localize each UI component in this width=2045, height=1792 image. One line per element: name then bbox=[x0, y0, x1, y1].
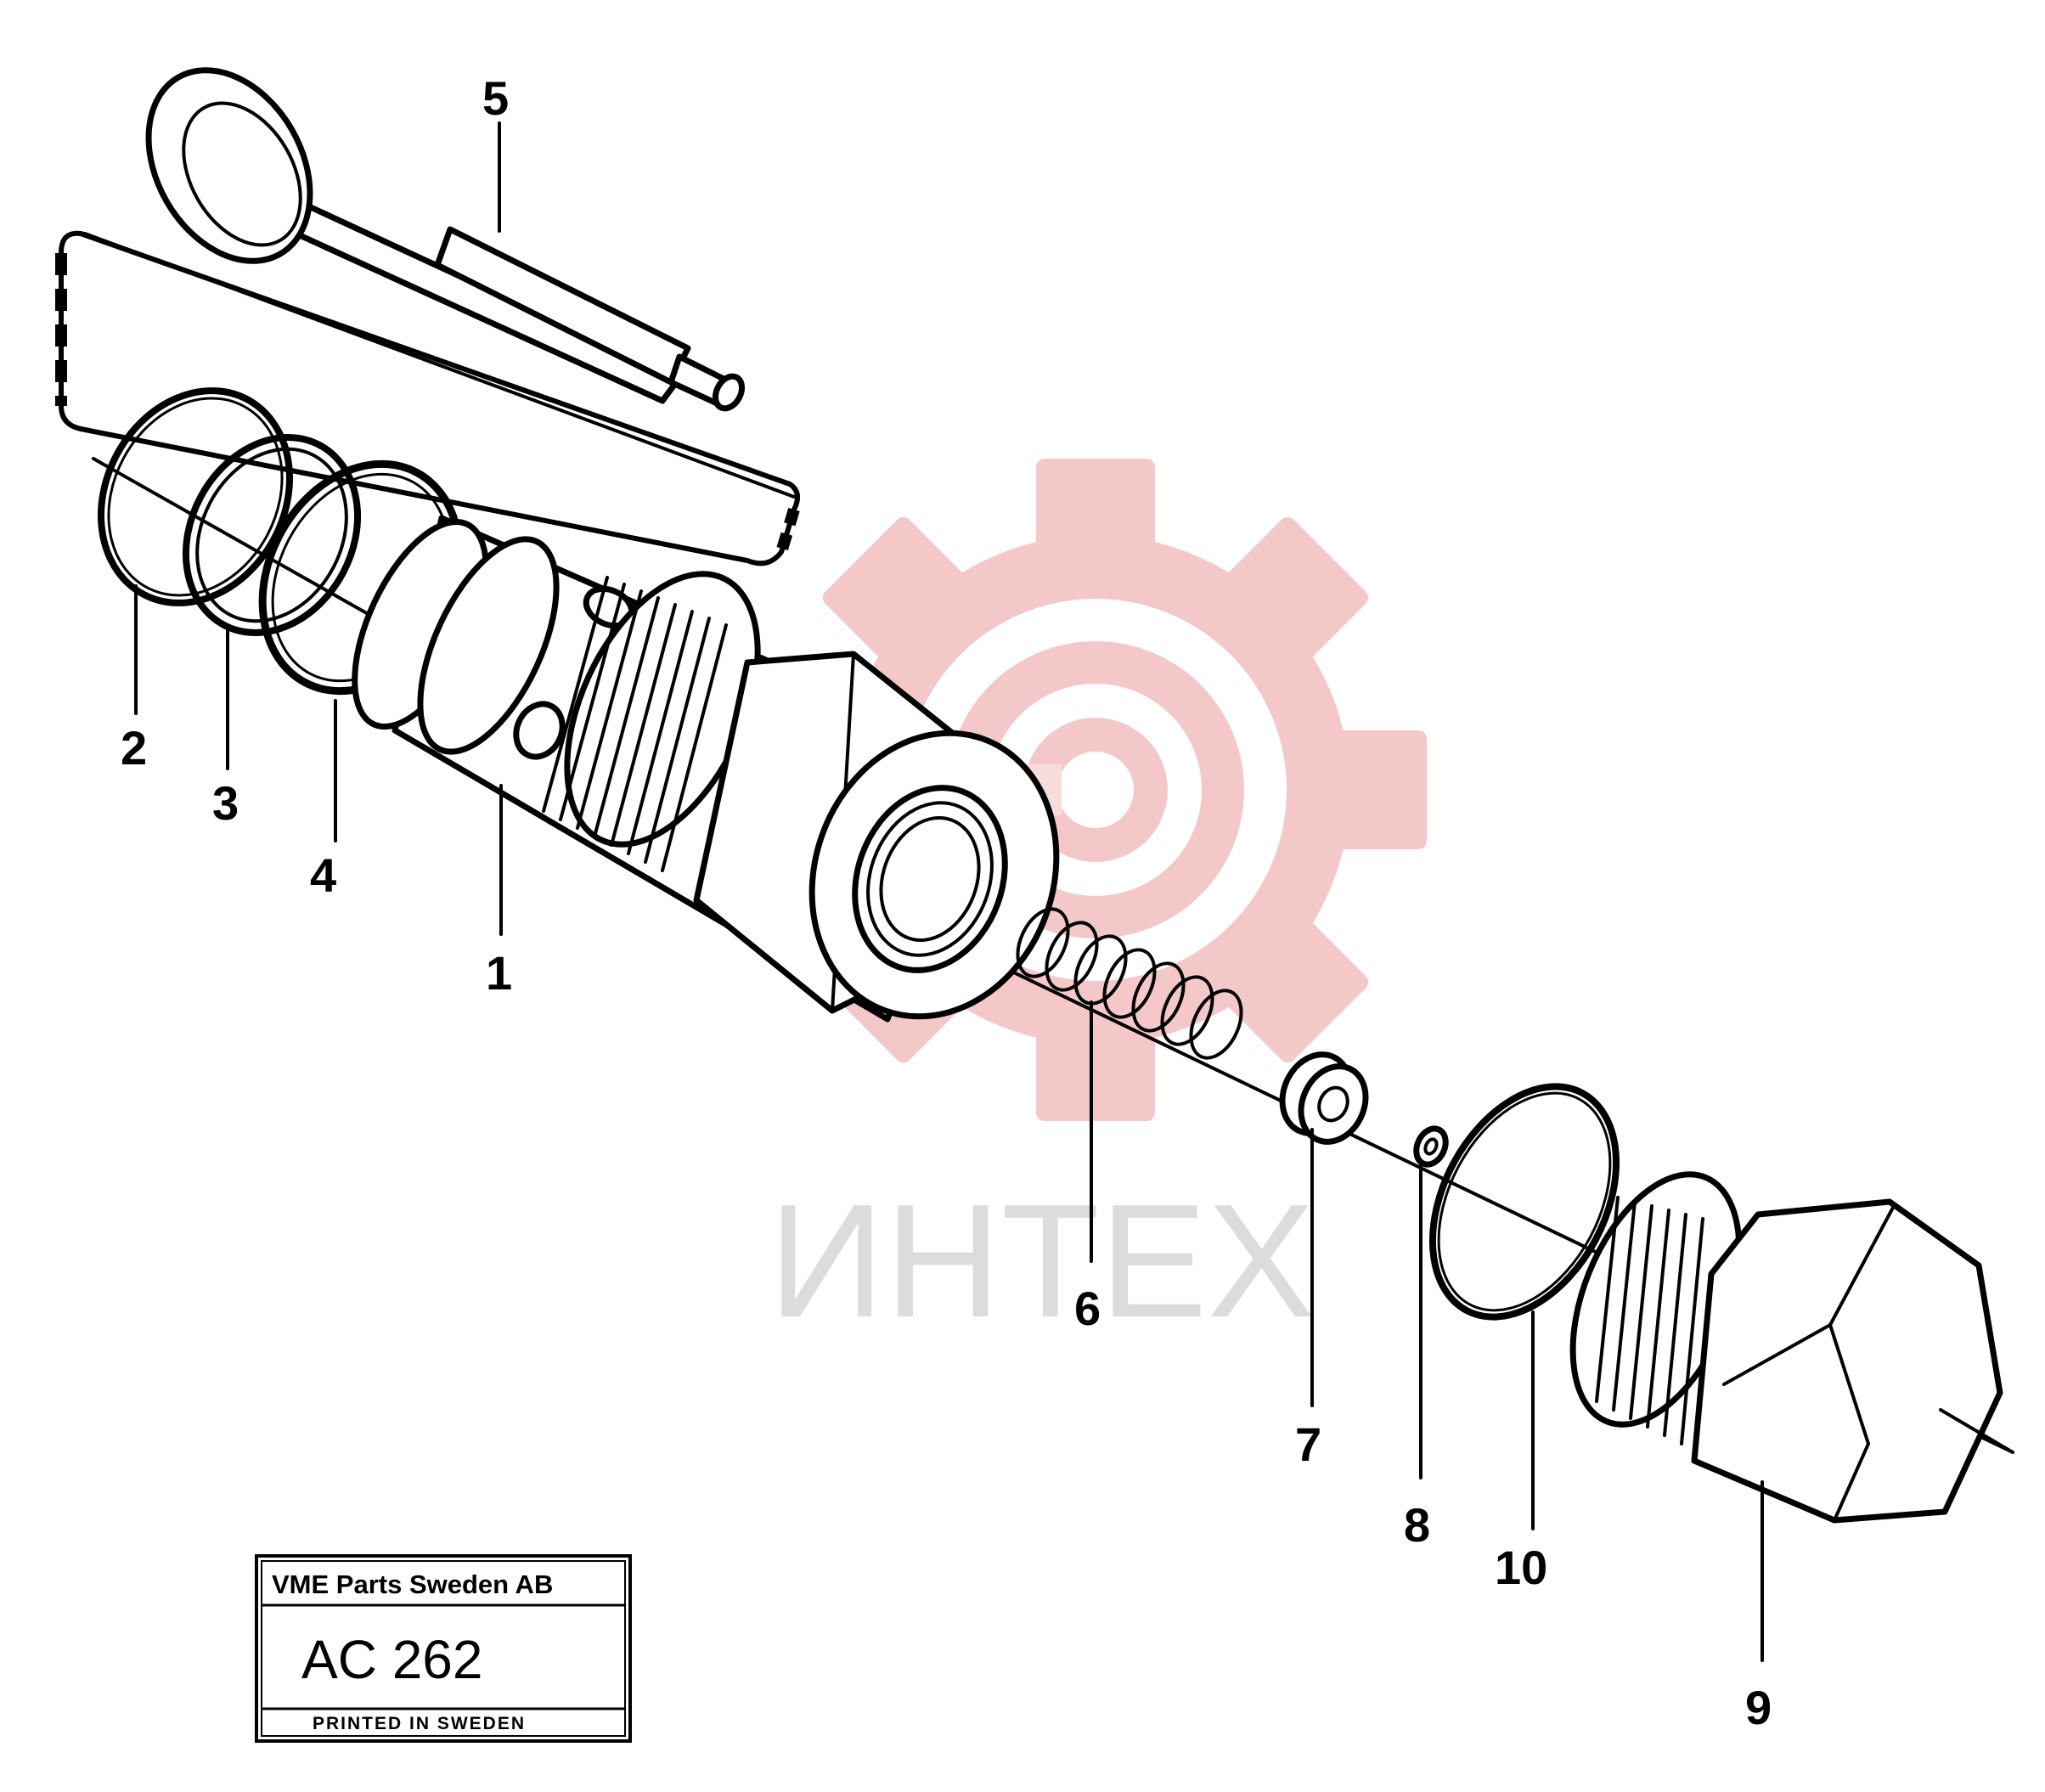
spring-seat bbox=[1279, 1051, 1369, 1145]
callout-7: 7 bbox=[1295, 1417, 1321, 1471]
valve-piston bbox=[145, 67, 746, 412]
callout-6: 6 bbox=[1074, 1282, 1101, 1335]
leader-lines bbox=[134, 121, 1764, 1662]
callout-9: 9 bbox=[1745, 1681, 1772, 1734]
callout-4: 4 bbox=[310, 848, 336, 902]
valve-body bbox=[352, 515, 1060, 1023]
callout-labels: 5 2 3 4 1 6 7 8 10 9 bbox=[121, 71, 1772, 1734]
callout-5: 5 bbox=[482, 71, 509, 125]
title-block: VME Parts Sweden AB AC 262 PRINTED IN SW… bbox=[255, 1554, 632, 1743]
assembly-bracket bbox=[55, 230, 800, 566]
shim-washer bbox=[1413, 1125, 1449, 1168]
callout-8: 8 bbox=[1404, 1498, 1430, 1552]
watermark-text: ИНТЕХ bbox=[769, 1171, 1315, 1351]
callout-1: 1 bbox=[486, 946, 512, 1000]
back-up-ring-3 bbox=[182, 434, 362, 636]
printed-in-label: PRINTED IN SWEDEN bbox=[313, 1714, 526, 1733]
spring bbox=[1016, 907, 1243, 1060]
body-thread bbox=[542, 571, 761, 872]
plug bbox=[1569, 1171, 2014, 1524]
company-name: VME Parts Sweden AB bbox=[272, 1569, 553, 1599]
callout-3: 3 bbox=[212, 776, 239, 830]
callout-2: 2 bbox=[121, 721, 147, 775]
drawing-code: AC 262 bbox=[301, 1629, 482, 1690]
callout-10: 10 bbox=[1495, 1541, 1547, 1594]
o-ring-10 bbox=[1428, 1083, 1620, 1321]
